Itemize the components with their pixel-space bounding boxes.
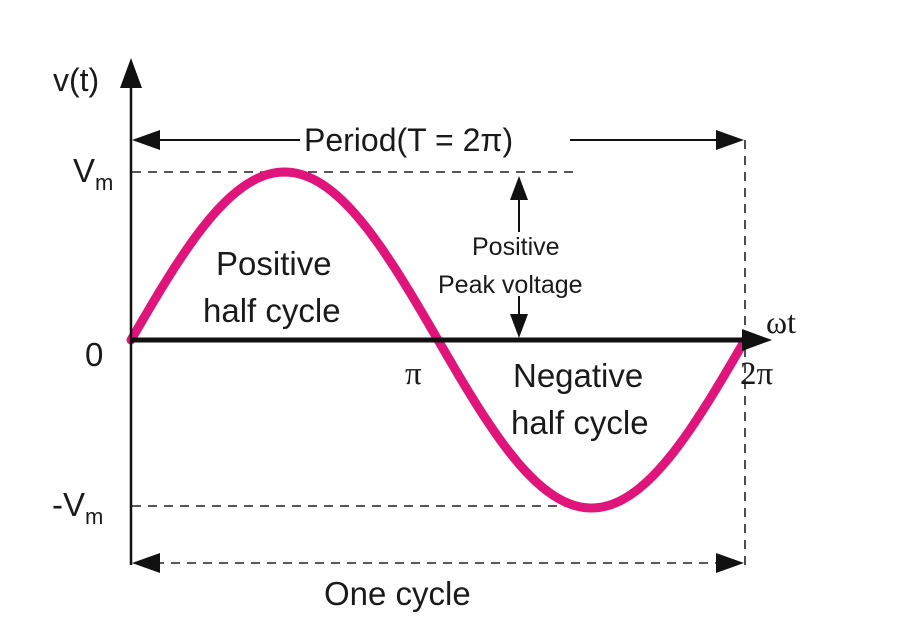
vm-label: Vm	[73, 152, 113, 195]
x-axis-arrow-icon	[742, 329, 772, 351]
two-pi-label: 2π	[740, 356, 774, 392]
peak-up-arrowhead-icon	[510, 176, 528, 200]
pi-label: π	[405, 356, 422, 392]
negative-half-label-line2: half cycle	[511, 404, 649, 441]
peak-label-line1: Positive	[472, 233, 560, 261]
y-axis-label: v(t)	[53, 62, 99, 98]
positive-half-label-line1: Positive	[216, 245, 332, 282]
peak-down-arrowhead-icon	[510, 314, 528, 338]
negative-half-label-line1: Negative	[513, 357, 643, 394]
zero-label: 0	[85, 336, 103, 373]
one-cycle-right-arrowhead-icon	[716, 553, 744, 573]
y-axis-arrow-icon	[120, 58, 142, 88]
period-label: Period(T = 2π)	[304, 122, 513, 158]
x-axis-label: ωt	[766, 304, 796, 340]
period-right-arrowhead-icon	[716, 130, 744, 150]
peak-label-line2: Peak voltage	[438, 271, 583, 299]
period-left-arrowhead-icon	[132, 130, 160, 150]
one-cycle-label: One cycle	[324, 575, 471, 612]
one-cycle-left-arrowhead-icon	[132, 553, 160, 573]
positive-half-label-line2: half cycle	[203, 292, 341, 329]
neg-vm-label: -Vm	[52, 486, 103, 529]
